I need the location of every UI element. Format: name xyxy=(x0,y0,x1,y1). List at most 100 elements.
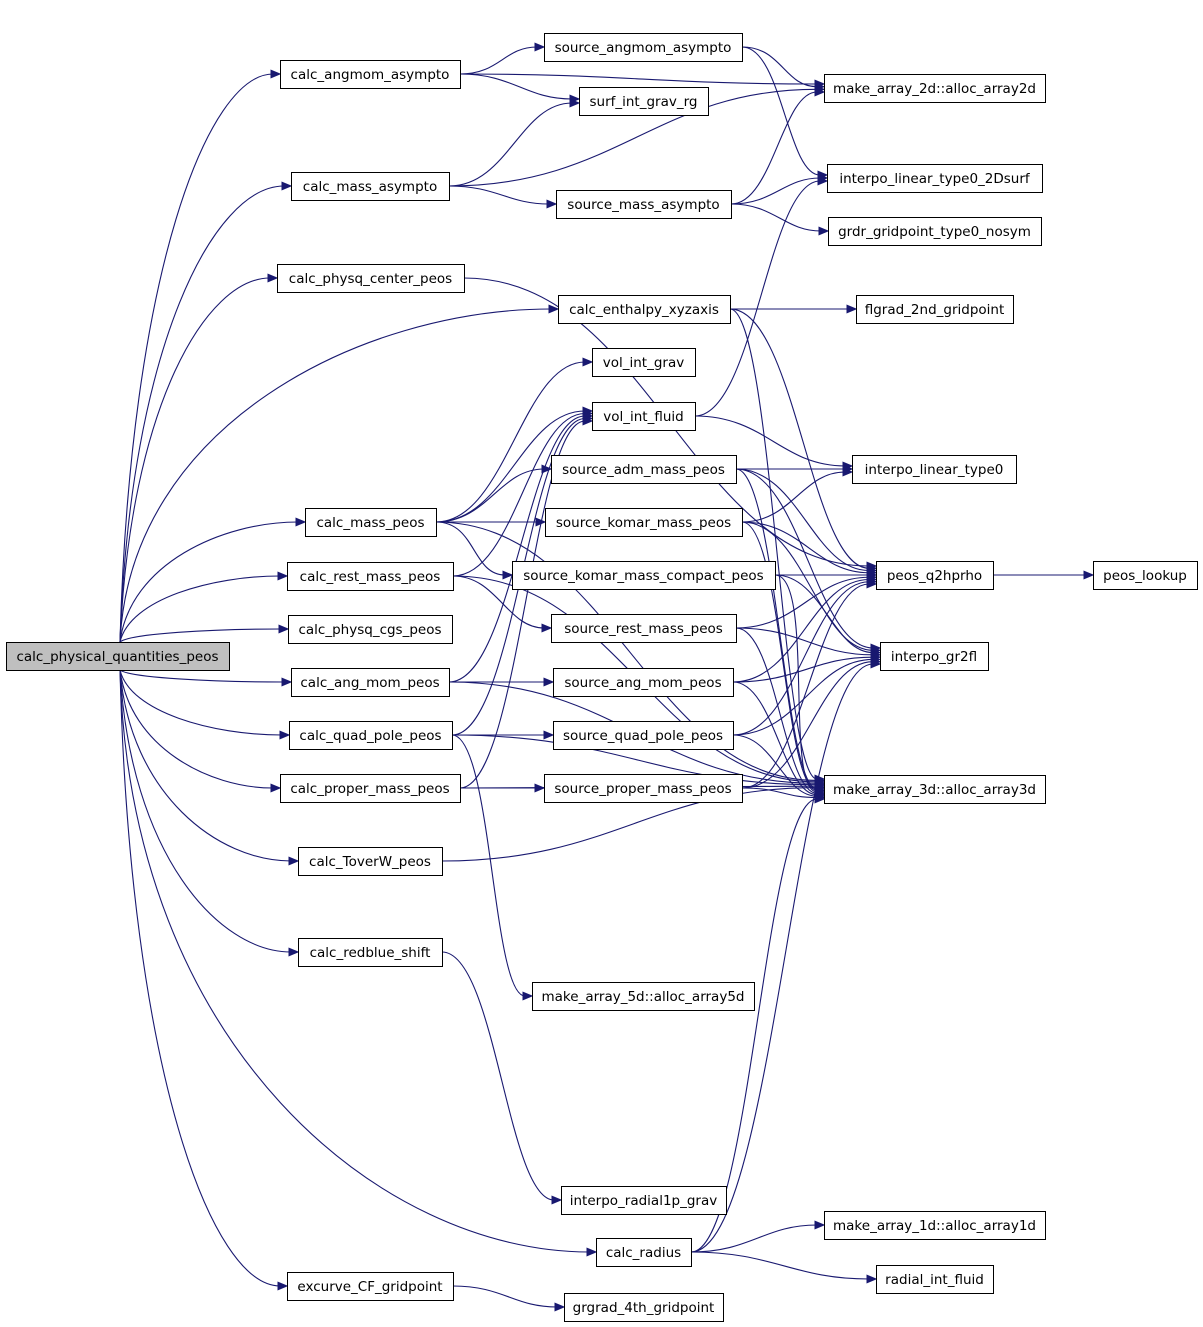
node-radial-int-fluid[interactable]: radial_int_fluid xyxy=(876,1265,994,1294)
arrowhead-icon xyxy=(814,1220,826,1230)
node-box xyxy=(824,1211,1046,1240)
node-label: calc_radius xyxy=(606,1245,681,1261)
edge-calc-proper-mass-peos-to-vol-int-fluid xyxy=(459,420,586,789)
node-label: surf_int_grav_rg xyxy=(589,94,697,110)
node-vol-int-fluid[interactable]: vol_int_fluid xyxy=(592,402,696,431)
edge-calc-quad-pole-peos-to-make-array-5d-alloc-array5d xyxy=(451,734,526,997)
node-box xyxy=(287,1272,454,1301)
edge-source-quad-pole-peos-to-make-array-3d-alloc-array3d xyxy=(732,734,818,797)
arrowhead-icon xyxy=(546,199,558,209)
node-interpo-radial1p-grav[interactable]: interpo_radial1p_grav xyxy=(561,1186,727,1215)
node-grdr-gridpoint-type0-nosym[interactable]: grdr_gridpoint_type0_nosym xyxy=(828,217,1042,246)
node-make-array-5d-alloc-array5d[interactable]: make_array_5d::alloc_array5d xyxy=(532,982,755,1011)
edge-calc-mass-peos-to-vol-int-grav xyxy=(435,361,586,523)
node-label: interpo_radial1p_grav xyxy=(570,1193,718,1209)
node-source-komar-mass-compact-peos[interactable]: source_komar_mass_compact_peos xyxy=(512,561,776,590)
node-calc-angmom-asympto[interactable]: calc_angmom_asympto xyxy=(280,60,461,89)
node-source-mass-asympto[interactable]: source_mass_asympto xyxy=(556,190,732,219)
arrowhead-icon xyxy=(554,1302,566,1312)
node-calc-toverw-peos[interactable]: calc_ToverW_peos xyxy=(298,847,443,876)
node-label: grgrad_4th_gridpoint xyxy=(573,1300,715,1316)
node-calc-redblue-shift[interactable]: calc_redblue_shift xyxy=(298,938,443,967)
node-source-proper-mass-peos[interactable]: source_proper_mass_peos xyxy=(544,774,743,803)
edge-excurve-cf-gridpoint-to-grgrad-4th-gridpoint xyxy=(452,1285,558,1308)
edge-source-komar-mass-peos-to-interpo-linear-type0 xyxy=(741,471,846,523)
edge-source-adm-mass-peos-to-peos-q2hprho xyxy=(735,468,870,572)
node-box xyxy=(291,668,450,697)
node-label: peos_q2hprho xyxy=(887,568,982,584)
edge-calc-physical-quantities-peos-to-calc-physq-cgs-peos xyxy=(119,628,282,643)
node-box xyxy=(561,1186,727,1215)
node-calc-physical-quantities-peos[interactable]: calc_physical_quantities_peos xyxy=(6,642,230,671)
node-label: calc_physical_quantities_peos xyxy=(16,649,218,665)
node-box xyxy=(512,561,776,590)
node-source-ang-mom-peos[interactable]: source_ang_mom_peos xyxy=(553,668,734,697)
edge-calc-physical-quantities-peos-to-calc-redblue-shift xyxy=(119,669,292,953)
edge-calc-redblue-shift-to-interpo-radial1p-grav xyxy=(441,951,555,1201)
node-calc-enthalpy-xyzaxis[interactable]: calc_enthalpy_xyzaxis xyxy=(558,295,731,324)
node-make-array-3d-alloc-array3d[interactable]: make_array_3d::alloc_array3d xyxy=(824,775,1046,804)
node-grgrad-4th-gridpoint[interactable]: grgrad_4th_gridpoint xyxy=(564,1293,724,1322)
edge-source-proper-mass-peos-to-interpo-gr2fl xyxy=(741,661,874,789)
node-calc-quad-pole-peos[interactable]: calc_quad_pole_peos xyxy=(289,721,453,750)
node-interpo-linear-type0[interactable]: interpo_linear_type0 xyxy=(852,455,1017,484)
node-source-angmom-asympto[interactable]: source_angmom_asympto xyxy=(544,33,743,62)
node-calc-radius[interactable]: calc_radius xyxy=(596,1238,692,1267)
edge-calc-mass-asympto-to-make-array-2d-alloc-array2d xyxy=(448,88,818,187)
node-source-quad-pole-peos[interactable]: source_quad_pole_peos xyxy=(553,721,734,750)
node-interpo-gr2fl[interactable]: interpo_gr2fl xyxy=(880,642,989,671)
node-box xyxy=(280,60,461,89)
node-make-array-1d-alloc-array1d[interactable]: make_array_1d::alloc_array1d xyxy=(824,1211,1046,1240)
node-box xyxy=(291,172,450,201)
node-label: source_angmom_asympto xyxy=(555,40,732,56)
arrowhead-icon xyxy=(295,517,307,527)
edge-calc-toverw-peos-to-make-array-3d-alloc-array3d xyxy=(441,787,818,862)
node-surf-int-grav-rg[interactable]: surf_int_grav_rg xyxy=(579,87,709,116)
node-label: source_quad_pole_peos xyxy=(563,728,723,744)
arrowhead-icon xyxy=(870,659,882,669)
node-box xyxy=(1093,561,1198,590)
node-box xyxy=(280,774,461,803)
node-peos-lookup[interactable]: peos_lookup xyxy=(1093,561,1198,590)
node-peos-q2hprho[interactable]: peos_q2hprho xyxy=(876,561,994,590)
node-box xyxy=(596,1238,692,1267)
node-label: interpo_linear_type0 xyxy=(865,462,1004,478)
node-calc-mass-asympto[interactable]: calc_mass_asympto xyxy=(291,172,450,201)
node-flgrad-2nd-gridpoint[interactable]: flgrad_2nd_gridpoint xyxy=(856,295,1014,324)
edge-source-ang-mom-peos-to-peos-q2hprho xyxy=(732,578,870,683)
arrowhead-icon xyxy=(281,181,293,191)
edge-source-mass-asympto-to-interpo-linear-type0-2dsurf xyxy=(730,177,821,205)
node-label: calc_mass_peos xyxy=(316,515,424,531)
edge-calc-mass-asympto-to-source-mass-asympto xyxy=(448,185,550,205)
node-box xyxy=(592,402,696,431)
node-label: vol_int_grav xyxy=(603,355,684,371)
node-source-rest-mass-peos[interactable]: source_rest_mass_peos xyxy=(551,614,737,643)
arrowhead-icon xyxy=(582,416,594,426)
node-label: source_adm_mass_peos xyxy=(562,462,725,478)
node-make-array-2d-alloc-array2d[interactable]: make_array_2d::alloc_array2d xyxy=(824,74,1046,103)
node-calc-ang-mom-peos[interactable]: calc_ang_mom_peos xyxy=(291,668,450,697)
node-box xyxy=(544,774,743,803)
edge-calc-mass-peos-to-source-komar-mass-compact-peos xyxy=(435,521,506,576)
node-box xyxy=(288,615,453,644)
node-calc-physq-cgs-peos[interactable]: calc_physq_cgs_peos xyxy=(288,615,453,644)
arrowhead-icon xyxy=(543,730,555,740)
node-source-komar-mass-peos[interactable]: source_komar_mass_peos xyxy=(545,508,743,537)
node-calc-proper-mass-peos[interactable]: calc_proper_mass_peos xyxy=(280,774,461,803)
node-calc-rest-mass-peos[interactable]: calc_rest_mass_peos xyxy=(287,562,454,591)
edge-vol-int-fluid-to-interpo-linear-type0-2dsurf xyxy=(694,180,821,417)
node-interpo-linear-type0-2dsurf[interactable]: interpo_linear_type0_2Dsurf xyxy=(827,164,1043,193)
node-label: make_array_1d::alloc_array1d xyxy=(833,1218,1036,1234)
node-box xyxy=(289,721,453,750)
edge-calc-physical-quantities-peos-to-calc-toverw-peos xyxy=(119,669,292,862)
node-source-adm-mass-peos[interactable]: source_adm_mass_peos xyxy=(551,455,737,484)
edge-source-rest-mass-peos-to-make-array-3d-alloc-array3d xyxy=(735,627,818,794)
node-vol-int-grav[interactable]: vol_int_grav xyxy=(592,348,696,377)
node-excurve-cf-gridpoint[interactable]: excurve_CF_gridpoint xyxy=(287,1272,454,1301)
node-calc-mass-peos[interactable]: calc_mass_peos xyxy=(305,508,437,537)
node-box xyxy=(305,508,437,537)
node-calc-physq-center-peos[interactable]: calc_physq_center_peos xyxy=(277,264,465,293)
edge-calc-physical-quantities-peos-to-calc-proper-mass-peos xyxy=(119,669,274,789)
node-label: peos_lookup xyxy=(1103,568,1187,584)
